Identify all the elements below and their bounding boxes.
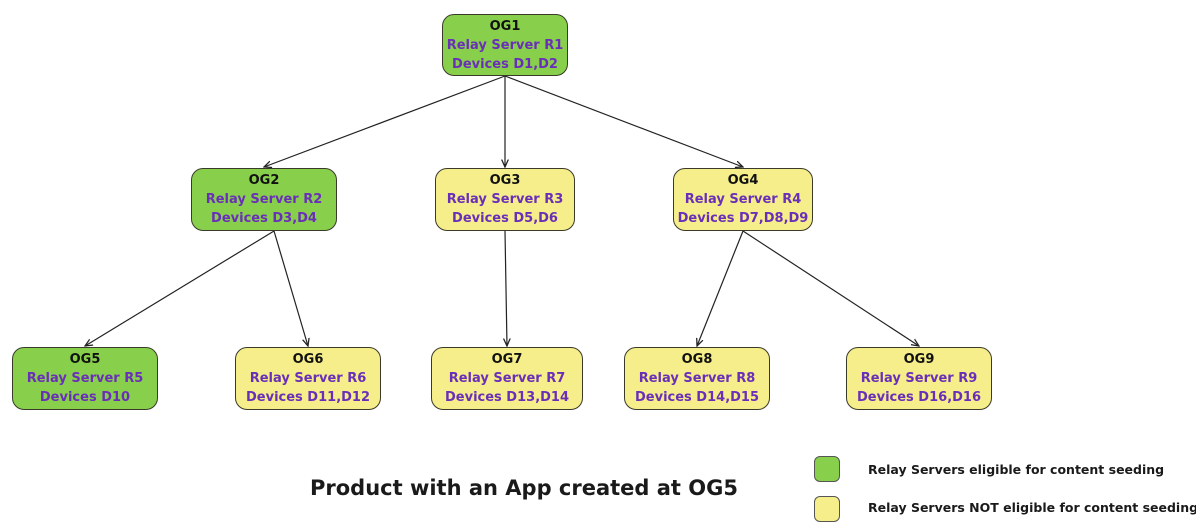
edge-og4-og8 xyxy=(697,230,744,346)
node-relay: Relay Server R9 xyxy=(860,371,978,386)
node-relay: Relay Server R7 xyxy=(448,371,566,386)
node-devices: Devices D11,D12 xyxy=(245,390,371,405)
node-title: OG6 xyxy=(292,352,324,367)
node-devices: Devices D1,D2 xyxy=(452,56,558,72)
node-title: OG1 xyxy=(489,18,521,34)
node-title: OG4 xyxy=(727,173,759,188)
edge-og1-og2 xyxy=(264,75,506,167)
node-title: OG7 xyxy=(491,352,523,367)
legend-swatch-not-eligible xyxy=(814,496,840,522)
node-title: OG3 xyxy=(489,173,521,188)
edge-og1-og4 xyxy=(504,75,743,167)
node-title: OG2 xyxy=(248,173,280,188)
diagram-caption: Product with an App created at OG5 xyxy=(310,476,738,500)
legend-label-eligible: Relay Servers eligible for content seedi… xyxy=(868,462,1165,477)
node-relay: Relay Server R2 xyxy=(205,192,323,207)
edge-og2-og5 xyxy=(85,230,275,346)
node-devices: Devices D3,D4 xyxy=(211,211,317,226)
node-devices: Devices D7,D8,D9 xyxy=(677,211,809,226)
node-devices: Devices D10 xyxy=(39,390,131,405)
node-relay: Relay Server R8 xyxy=(638,371,756,386)
node-devices: Devices D16,D16 xyxy=(856,390,982,405)
edge-og2-og6 xyxy=(273,230,308,346)
node-title: OG8 xyxy=(681,352,713,367)
node-devices: Devices D14,D15 xyxy=(634,390,760,405)
node-devices: Devices D13,D14 xyxy=(444,390,570,405)
node-relay: Relay Server R3 xyxy=(446,192,564,207)
legend-swatch-eligible xyxy=(814,456,840,482)
node-devices: Devices D5,D6 xyxy=(452,211,558,226)
node-title: OG9 xyxy=(903,352,935,367)
node-relay: Relay Server R5 xyxy=(26,371,144,386)
node-title: OG5 xyxy=(69,352,101,367)
node-relay: Relay Server R4 xyxy=(684,192,802,207)
legend-label-not-eligible: Relay Servers NOT eligible for content s… xyxy=(868,500,1196,515)
node-relay: Relay Server R6 xyxy=(249,371,367,386)
node-relay: Relay Server R1 xyxy=(446,37,564,53)
edge-og4-og9 xyxy=(742,230,919,346)
edge-og3-og7 xyxy=(505,230,507,346)
